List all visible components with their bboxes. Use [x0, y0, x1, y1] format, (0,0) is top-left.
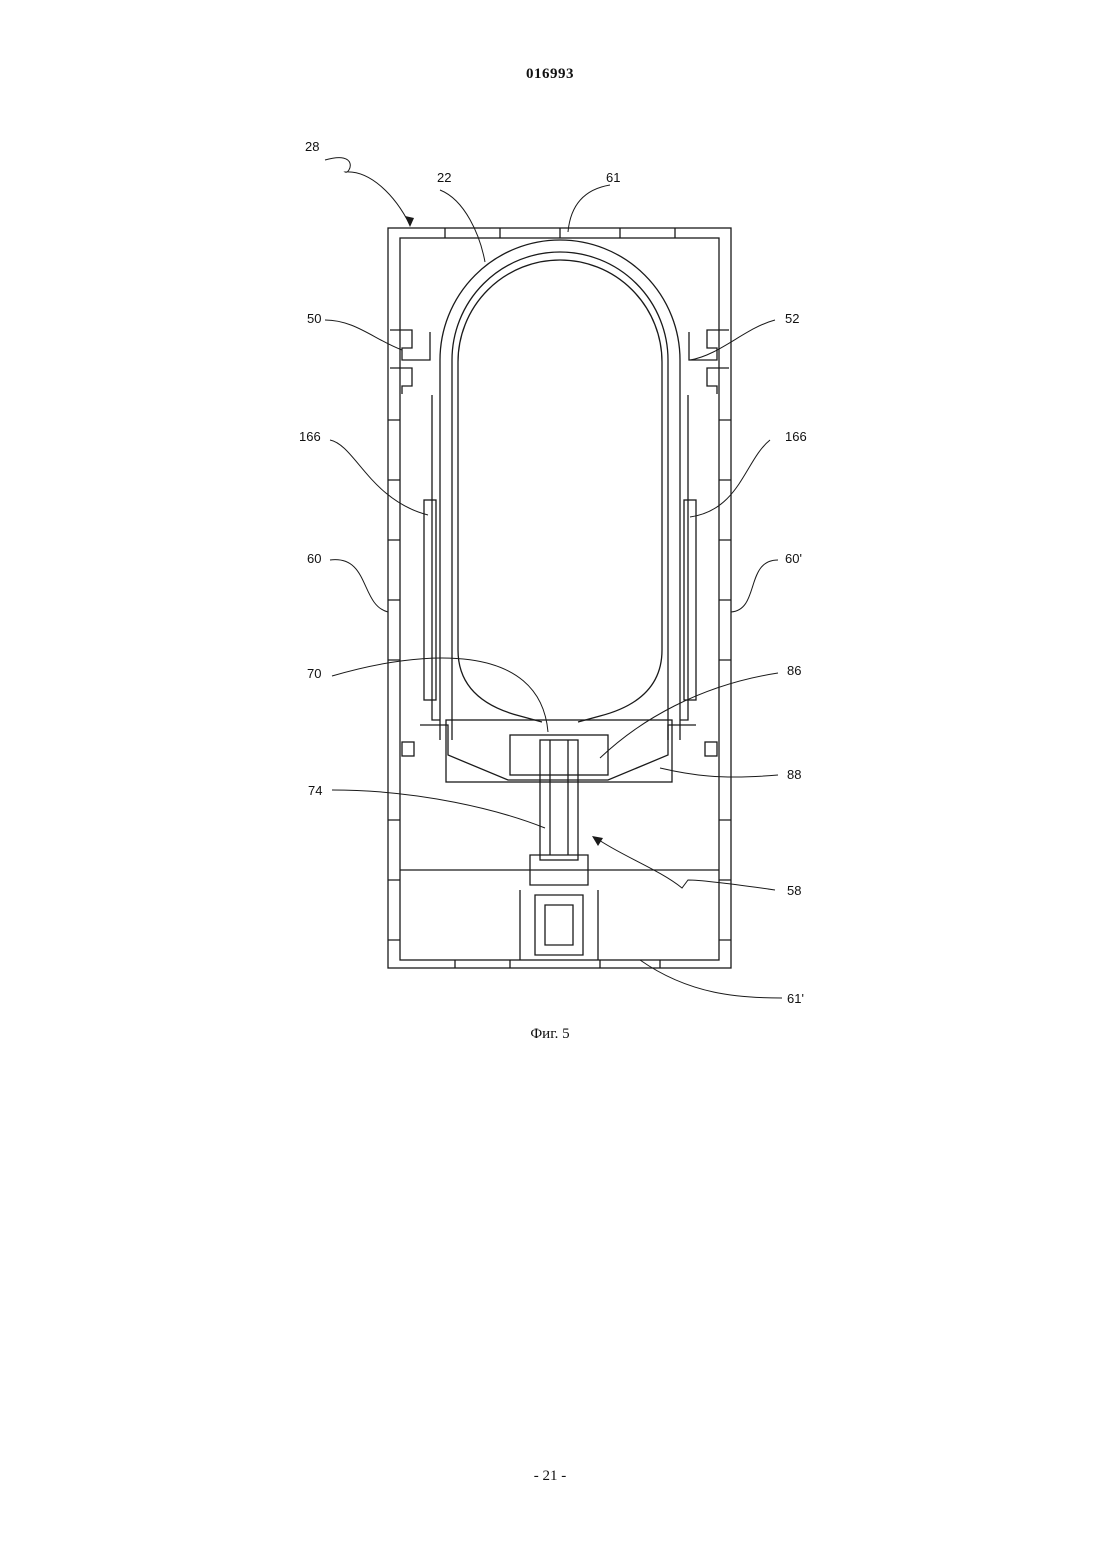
leader-166-left [330, 440, 428, 515]
leader-74 [332, 790, 545, 828]
ref-label-52: 52 [785, 311, 799, 326]
valve-inner [530, 740, 588, 885]
valve-head [510, 735, 608, 775]
ref-label-74: 74 [308, 783, 322, 798]
figure-caption: Фиг. 5 [0, 1026, 1100, 1043]
leader-50 [325, 320, 402, 350]
ref-label-28: 28 [305, 139, 319, 154]
left-ribs [388, 420, 400, 940]
top-ribs [445, 228, 675, 238]
base-tray [420, 725, 696, 780]
ref-label-60p: 60' [785, 551, 802, 566]
right-ribs [719, 420, 731, 940]
lower-fitting [520, 890, 598, 960]
leader-61p [640, 960, 782, 998]
page-number: - 21 - [0, 1468, 1100, 1485]
leader-60 [330, 560, 388, 612]
ref-label-22: 22 [437, 170, 451, 185]
leader-60p [731, 560, 778, 612]
right-block [705, 742, 717, 756]
ref-label-166-left: 166 [299, 429, 321, 444]
valve-stem [540, 740, 578, 860]
leader-22 [440, 190, 485, 262]
ref-label-88: 88 [787, 767, 801, 782]
tank-outer [440, 240, 680, 740]
inner-casing-wall [400, 238, 719, 960]
left-block [402, 742, 414, 756]
leader-52 [690, 320, 775, 360]
ref-label-86: 86 [787, 663, 801, 678]
right-clip [689, 330, 729, 394]
left-clip [390, 330, 430, 394]
ref-label-166-right: 166 [785, 429, 807, 444]
tank-inner [452, 252, 668, 740]
tank-liner [458, 260, 662, 722]
right-support-166 [684, 500, 696, 700]
ref-label-70: 70 [307, 666, 321, 681]
ref-label-58: 58 [787, 883, 801, 898]
ref-label-50: 50 [307, 311, 321, 326]
leader-166-right [690, 440, 770, 517]
leader-28 [325, 158, 410, 225]
leader-61 [568, 185, 610, 232]
ref-label-61: 61 [606, 170, 620, 185]
ref-label-61p: 61' [787, 991, 804, 1006]
leader-58 [596, 838, 775, 890]
left-support-166 [424, 500, 436, 700]
leader-86 [600, 673, 778, 758]
arrow-head-28 [405, 216, 414, 227]
bottom-ribs [455, 960, 660, 968]
base-frame [446, 720, 672, 782]
ref-label-60: 60 [307, 551, 321, 566]
